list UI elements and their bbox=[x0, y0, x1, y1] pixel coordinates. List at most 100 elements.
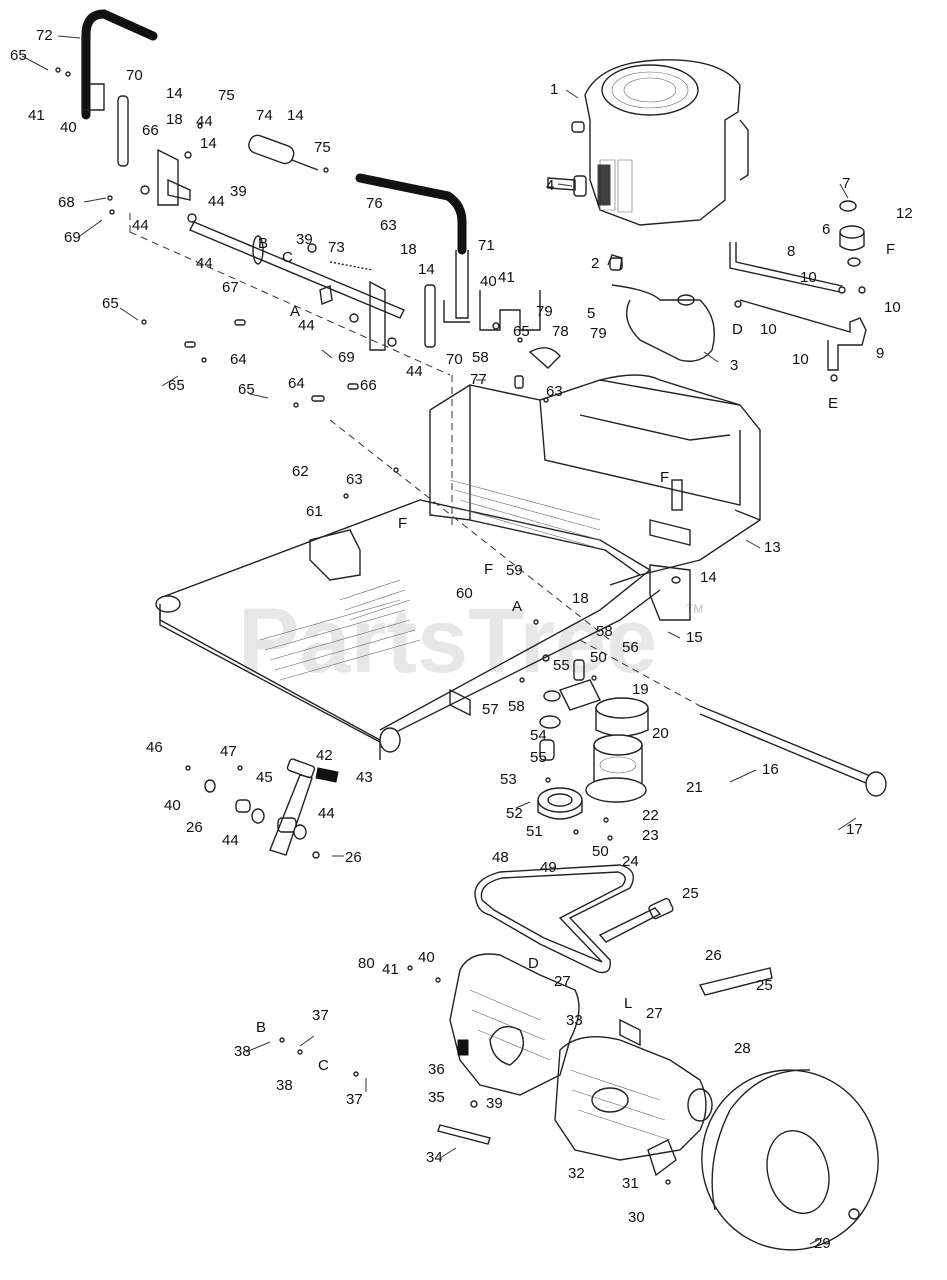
transaxle-right bbox=[554, 1018, 713, 1161]
callout: 18 bbox=[400, 241, 417, 258]
ref-letter: L bbox=[624, 995, 632, 1012]
callout: 30 bbox=[628, 1209, 645, 1226]
fitting-2 bbox=[609, 257, 623, 271]
callout: 18 bbox=[572, 590, 589, 607]
callout: 32 bbox=[568, 1165, 585, 1182]
callout: 14 bbox=[700, 569, 717, 586]
ref-letter: F bbox=[886, 241, 895, 258]
callout: 17 bbox=[846, 821, 863, 838]
callout: 75 bbox=[218, 87, 235, 104]
callout: 33 bbox=[566, 1012, 583, 1029]
callout: 14 bbox=[200, 135, 217, 152]
linkage-rod-8 bbox=[729, 242, 843, 293]
callout: 44 bbox=[406, 363, 423, 380]
callout: 55 bbox=[530, 749, 547, 766]
linkage-rod-9 bbox=[739, 299, 867, 371]
shift-lever-42 bbox=[269, 758, 339, 856]
axle-34 bbox=[437, 1124, 491, 1145]
callout: 10 bbox=[760, 321, 777, 338]
ref-letter: B bbox=[256, 1019, 266, 1036]
bushings-44 bbox=[204, 779, 307, 840]
callout: 75 bbox=[314, 139, 331, 156]
right-control-handle bbox=[355, 173, 470, 323]
callout: 70 bbox=[126, 67, 143, 84]
callout: 80 bbox=[358, 955, 375, 972]
callout: 23 bbox=[642, 827, 659, 844]
callout: 72 bbox=[36, 27, 53, 44]
callout: 65 bbox=[513, 323, 530, 340]
callout: 38 bbox=[234, 1043, 251, 1060]
callout: 56 bbox=[622, 639, 639, 656]
callout: 50 bbox=[590, 649, 607, 666]
watermark-tm: TM bbox=[686, 602, 703, 616]
callout: 65 bbox=[168, 377, 185, 394]
callout: 10 bbox=[884, 299, 901, 316]
ref-letter: D bbox=[528, 955, 539, 972]
brake-rod-25 bbox=[598, 897, 674, 943]
ref-letter: C bbox=[282, 249, 293, 266]
callout: 41 bbox=[28, 107, 45, 124]
callout: 44 bbox=[196, 255, 213, 272]
callout: 58 bbox=[596, 623, 613, 640]
callout: 18 bbox=[166, 111, 183, 128]
callout: 38 bbox=[276, 1077, 293, 1094]
hardware bbox=[55, 67, 866, 1220]
callout: 76 bbox=[366, 195, 383, 212]
callout: 21 bbox=[686, 779, 703, 796]
callout: 71 bbox=[478, 237, 495, 254]
callout: 39 bbox=[486, 1095, 503, 1112]
pulley-51 bbox=[537, 787, 583, 820]
callout: 74 bbox=[256, 107, 273, 124]
callout: 20 bbox=[652, 725, 669, 742]
leader-lines bbox=[21, 35, 857, 1245]
bracket-14-right bbox=[649, 564, 691, 621]
callout: 37 bbox=[312, 1007, 329, 1024]
ref-line bbox=[129, 210, 451, 376]
callout: 39 bbox=[230, 183, 247, 200]
handle-mount-74 bbox=[248, 134, 319, 171]
transaxle-left bbox=[449, 953, 580, 1096]
callout: 66 bbox=[360, 377, 377, 394]
callout: 16 bbox=[762, 761, 779, 778]
callout: 65 bbox=[10, 47, 27, 64]
callout: 51 bbox=[526, 823, 543, 840]
callout: 45 bbox=[256, 769, 273, 786]
callout: 40 bbox=[418, 949, 435, 966]
callout: 7 bbox=[842, 175, 850, 192]
callout-labels: 1 2 3 4 5 6 7 8 9 10 10 10 10 12 13 14 1… bbox=[10, 27, 913, 1252]
left-control-handle bbox=[81, 9, 158, 120]
ref-letter: A bbox=[290, 303, 300, 320]
reference-letters: A A B B C C D D E F F F F L bbox=[256, 235, 895, 1074]
ref-letter: D bbox=[732, 321, 743, 338]
callout: 58 bbox=[472, 349, 489, 366]
callout: 62 bbox=[292, 463, 309, 480]
callout: 28 bbox=[734, 1040, 751, 1057]
callout: 25 bbox=[756, 977, 773, 994]
callout: 63 bbox=[546, 383, 563, 400]
callout: 12 bbox=[896, 205, 913, 222]
fuel-filter-4 bbox=[547, 175, 587, 197]
callout: 1 bbox=[550, 81, 558, 98]
callout: 2 bbox=[591, 255, 599, 272]
ref-line bbox=[579, 639, 701, 707]
spacers-53-55 bbox=[539, 659, 601, 761]
callout: 10 bbox=[792, 351, 809, 368]
tire-28 bbox=[701, 1069, 879, 1251]
callout: 29 bbox=[814, 1235, 831, 1252]
callout: 14 bbox=[287, 107, 304, 124]
callout: 66 bbox=[142, 122, 159, 139]
callout: 3 bbox=[730, 357, 738, 374]
callout: 64 bbox=[288, 375, 305, 392]
callout: 52 bbox=[506, 805, 523, 822]
callout: 79 bbox=[536, 303, 553, 320]
callout: 44 bbox=[318, 805, 335, 822]
callout: 36 bbox=[428, 1061, 445, 1078]
callout: 40 bbox=[480, 273, 497, 290]
callout: 59 bbox=[506, 562, 523, 579]
callout: 9 bbox=[876, 345, 884, 362]
callout: 73 bbox=[328, 239, 345, 256]
callout: 26 bbox=[186, 819, 203, 836]
spring-73 bbox=[329, 261, 373, 271]
muffler-3 bbox=[607, 254, 715, 362]
callout: 22 bbox=[642, 807, 659, 824]
